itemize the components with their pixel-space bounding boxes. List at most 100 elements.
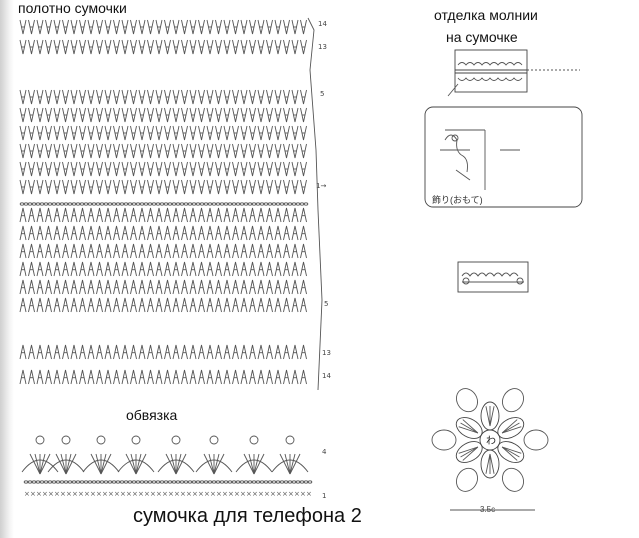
petal-stitch [501,422,520,434]
edging-x-stitch: × [48,490,54,498]
stitch-a [70,243,78,259]
chain-stitch [247,202,253,206]
stitch-a [70,207,78,223]
petal-stitch [501,419,518,434]
stitch-a [147,297,154,313]
stitch-v [130,161,137,177]
edging-chain [163,480,169,484]
stitch-v [96,161,103,177]
stitch-v [70,19,78,35]
stitch-a [28,207,35,223]
stitch-v [155,143,163,159]
stitch-v [70,89,78,105]
stitch-v [274,125,282,141]
stitch-v [232,19,239,35]
stitch-a [232,261,239,277]
stitch-a [104,261,112,277]
stitch-a [240,207,248,223]
zipper-detail-box [424,106,583,208]
stitch-a [300,261,307,277]
stitch-a [113,207,120,223]
stitch-v [283,125,290,141]
edging-fan-stitch [175,453,182,475]
stitch-a [223,369,231,385]
edging-chain [179,480,185,484]
edging-fan-stitch [60,453,67,475]
stitch-v [130,125,137,141]
chain-stitch [23,202,29,206]
stitch-v [257,125,265,141]
stitch-v [257,179,265,195]
edging-x-stitch: × [276,490,282,498]
petal-stitch [501,426,522,434]
stitch-a [240,297,248,313]
chain-stitch [19,202,25,206]
edging-chain [123,480,129,484]
stitch-v [223,179,231,195]
stitch-v [62,107,69,123]
stitch-a [96,243,103,259]
edging-chain [251,480,257,484]
stitch-a [62,243,69,259]
stitch-a [96,297,103,313]
edging-fan-stitch [29,453,41,475]
stitch-a [223,297,231,313]
chain-stitch [231,202,237,206]
edging-chain [95,480,101,484]
stitch-v [53,161,61,177]
stitch-v [28,39,35,55]
stitch-v [164,125,171,141]
stitch-a [87,243,95,259]
stitch-a [257,369,265,385]
stitch-v [215,125,222,141]
stitch-a [164,243,171,259]
edging-fan-stitch [175,453,187,475]
stitch-a [232,207,239,223]
petal-stitch [462,419,479,434]
stitch-v [121,179,129,195]
chain-stitch [259,202,265,206]
edging-x-stitch: × [144,490,150,498]
stitch-v [28,107,35,123]
stitch-v [257,19,265,35]
stitch-v [266,125,273,141]
stitch-v [36,89,44,105]
stitch-a [28,225,35,241]
edging-chain [207,480,213,484]
stitch-a [155,261,163,277]
stitch-a [138,297,146,313]
stitch-v [79,89,86,105]
stitch-v [266,19,273,35]
stitch-v [300,39,307,55]
edging-chain [199,480,205,484]
edging-fan-stitch [55,453,67,475]
stitch-v [96,125,103,141]
stitch-v [19,107,27,123]
stitch-a [249,207,256,223]
stitch-v [53,179,61,195]
chain-stitch [111,202,117,206]
stitch-a [87,261,95,277]
edging-x-stitch: × [210,490,216,498]
stitch-v [147,161,154,177]
edging-fan-stitch [165,453,177,475]
stitch-a [181,297,188,313]
edging-x-stitch: × [54,490,60,498]
edging-chain [75,480,81,484]
stitch-v [79,161,86,177]
stitch-v [283,143,290,159]
edging-x-stitch: × [222,490,228,498]
edging-picot [285,435,295,445]
edging-chain [263,480,269,484]
stitch-v [104,89,112,105]
stitch-v [53,39,61,55]
stitch-v [249,89,256,105]
stitch-v [232,125,239,141]
stitch-v [130,39,137,55]
stitch-a [70,279,78,295]
stitch-a [96,225,103,241]
stitch-a [274,344,282,360]
japanese-note: 飾り(おもて) [432,195,483,205]
stitch-a [62,279,69,295]
chain-stitch [67,202,73,206]
